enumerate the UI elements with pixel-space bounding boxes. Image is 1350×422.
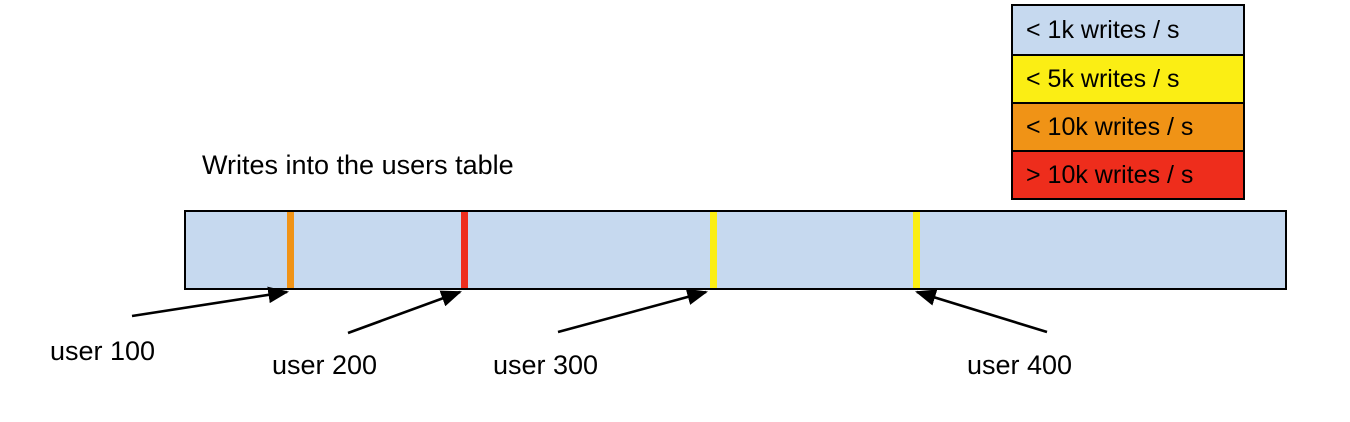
legend-label-over-10k: > 10k writes / s xyxy=(1026,160,1194,189)
arrow-user-100 xyxy=(131,286,290,318)
arrow-user-400 xyxy=(915,289,1048,334)
callout-label-user-400: user 400 xyxy=(967,350,1073,380)
arrow-user-200 xyxy=(347,290,462,335)
callout-label-user-100: user 100 xyxy=(50,336,156,366)
legend-row-over-10k: > 10k writes / s xyxy=(1013,150,1243,198)
legend-label-under-5k: < 5k writes / s xyxy=(1026,64,1180,93)
callout-label-user-200: user 200 xyxy=(272,350,378,380)
legend: < 1k writes / s < 5k writes / s < 10k wr… xyxy=(1011,4,1245,200)
callout-label-user-300: user 300 xyxy=(493,350,599,380)
legend-row-under-10k: < 10k writes / s xyxy=(1013,102,1243,150)
legend-row-under-1k: < 1k writes / s xyxy=(1013,6,1243,54)
hot-key-stripe-user-200 xyxy=(461,212,468,288)
legend-row-under-5k: < 5k writes / s xyxy=(1013,54,1243,102)
hot-key-stripe-user-400 xyxy=(913,212,920,288)
chart-title: Writes into the users table xyxy=(202,150,514,180)
legend-label-under-10k: < 10k writes / s xyxy=(1026,112,1194,141)
legend-label-under-1k: < 1k writes / s xyxy=(1026,15,1180,44)
hot-key-stripe-user-100 xyxy=(287,212,294,288)
hot-key-stripe-user-300 xyxy=(710,212,717,288)
users-table-keyrange-bar xyxy=(184,210,1287,290)
arrow-user-300 xyxy=(557,288,709,334)
